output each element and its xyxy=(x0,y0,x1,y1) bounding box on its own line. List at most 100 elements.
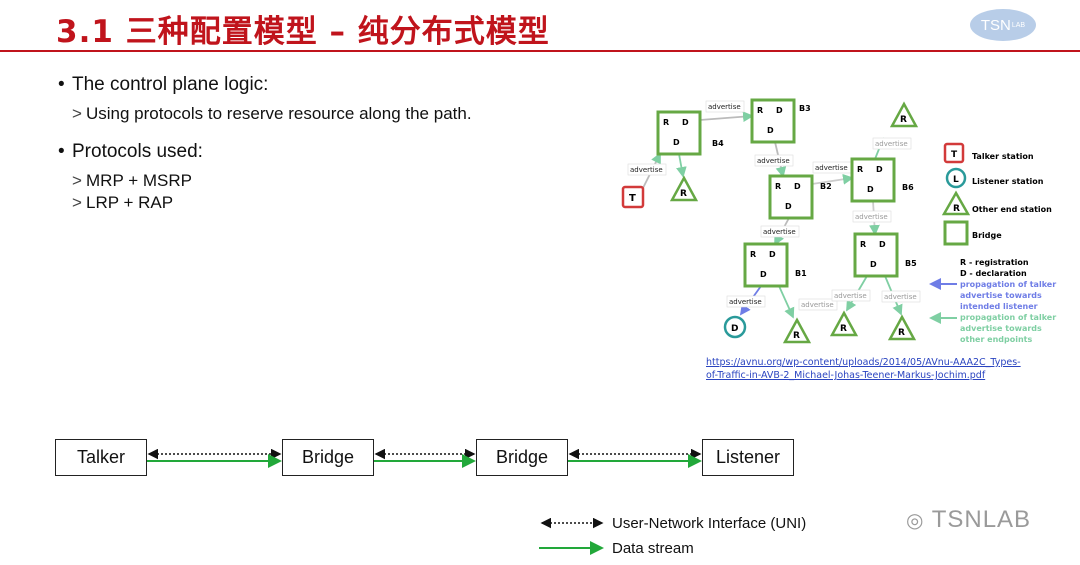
svg-text:D: D xyxy=(769,250,776,259)
link-talker-bridge1 xyxy=(147,448,282,468)
svg-text:D: D xyxy=(867,185,874,194)
sub-bullet-lrp-rap: >LRP + RAP xyxy=(72,193,174,212)
node-bridge-2: Bridge xyxy=(476,439,568,476)
link-b1-r xyxy=(778,285,795,319)
sub-bullet-mrp-msrp: >MRP + MSRP xyxy=(72,171,192,190)
svg-text:D: D xyxy=(776,106,783,115)
svg-text:R: R xyxy=(900,115,907,125)
fig-legend-talker: T Talker station xyxy=(943,142,1034,164)
chevron-right-icon: > xyxy=(72,171,82,190)
bullet-protocols-used: •Protocols used: xyxy=(58,141,203,162)
svg-text:D: D xyxy=(785,202,792,211)
advertise-label: advertise xyxy=(875,140,908,148)
advertise-label: advertise xyxy=(834,292,867,300)
fig-legend-bridge: Bridge xyxy=(943,220,1002,246)
fig-legend-prop-listener: advertise towards xyxy=(960,291,1042,300)
svg-text:R: R xyxy=(663,118,669,127)
link-bridge1-bridge2 xyxy=(374,448,476,468)
advertise-label: advertise xyxy=(884,293,917,301)
link-b2-b6 xyxy=(811,173,854,185)
end-station-talker: T xyxy=(621,185,645,209)
svg-text:T: T xyxy=(629,193,636,204)
node-talker: Talker xyxy=(55,439,147,476)
bridge-B4: R D D B4 xyxy=(656,110,724,156)
svg-text:R: R xyxy=(953,204,960,214)
end-station-other: R xyxy=(889,101,919,128)
svg-text:R: R xyxy=(750,250,756,259)
bridge-B2: R D D B2 xyxy=(768,174,832,220)
legend-stream-label: Data stream xyxy=(612,540,694,557)
wechat-icon: ◎ xyxy=(906,510,925,532)
advertise-label: advertise xyxy=(801,301,834,309)
chevron-right-icon: > xyxy=(72,193,82,212)
fig-legend-prop-listener: propagation of talker xyxy=(960,280,1056,289)
advertise-label: advertise xyxy=(855,213,888,221)
fig-legend-prop-other: advertise towards xyxy=(960,324,1042,333)
bullet-control-plane: •The control plane logic: xyxy=(58,74,269,95)
svg-text:T: T xyxy=(951,150,958,160)
end-station-listener: D xyxy=(723,315,747,339)
end-station-other: R xyxy=(887,314,917,341)
svg-text:R: R xyxy=(775,182,781,191)
advertise-label: advertise xyxy=(729,298,762,306)
end-station-other: R xyxy=(782,317,812,344)
svg-text:R: R xyxy=(793,331,800,341)
fig-legend-other: R Other end station xyxy=(941,190,1052,216)
end-station-other: R xyxy=(669,175,699,202)
svg-text:R: R xyxy=(857,165,863,174)
link-b4-b3 xyxy=(699,111,754,123)
bridge-label: B3 xyxy=(799,104,811,113)
advertise-label: advertise xyxy=(763,228,796,236)
legend-uni-label: User-Network Interface (UNI) xyxy=(612,515,807,532)
bridge-label: B4 xyxy=(712,139,724,148)
svg-text:R: R xyxy=(898,328,905,338)
svg-text:Other end station: Other end station xyxy=(972,205,1052,214)
svg-text:Bridge: Bridge xyxy=(972,231,1002,240)
bridge-label: B5 xyxy=(905,259,917,268)
svg-text:D: D xyxy=(870,260,877,269)
node-bridge-1: Bridge xyxy=(282,439,374,476)
bridge-label: B1 xyxy=(795,269,807,278)
svg-text:D: D xyxy=(673,138,680,147)
link-bridge2-listener xyxy=(568,448,702,468)
advertise-label: advertise xyxy=(815,164,848,172)
avb-advertise-figure: advertiseadvertiseadvertiseadvertiseadve… xyxy=(621,98,1056,344)
fig-legend-declaration: D - declaration xyxy=(960,269,1027,278)
title-divider xyxy=(0,50,1080,52)
svg-text:Listener station: Listener station xyxy=(972,177,1044,186)
svg-text:D: D xyxy=(794,182,801,191)
sub-bullet-protocols-reserve: >Using protocols to reserve resource alo… xyxy=(72,104,472,123)
watermark: ◎ TSNLAB xyxy=(906,506,1032,533)
end-station-other: R xyxy=(829,310,859,337)
bridge-label: B2 xyxy=(820,182,832,191)
fig-legend-registration: R - registration xyxy=(960,258,1029,267)
source-link[interactable]: https://avnu.org/wp-content/uploads/2014… xyxy=(706,357,1021,368)
svg-text:R: R xyxy=(840,324,847,334)
svg-text:D: D xyxy=(760,270,767,279)
svg-text:Talker station: Talker station xyxy=(972,152,1034,161)
svg-text:D: D xyxy=(731,324,738,334)
svg-text:D: D xyxy=(682,118,689,127)
chevron-right-icon: > xyxy=(72,104,82,123)
svg-text:L: L xyxy=(953,175,959,185)
bridge-B1: R D D B1 xyxy=(743,242,807,288)
svg-text:D: D xyxy=(767,126,774,135)
svg-text:R: R xyxy=(860,240,866,249)
fig-legend-listener: L Listener station xyxy=(945,167,1044,189)
node-listener: Listener xyxy=(702,439,794,476)
link-b4-r xyxy=(676,153,687,178)
source-link-cont[interactable]: of-Traffic-in-AVB-2_Michael-Johas-Teener… xyxy=(706,370,986,381)
page-title: 3.1 三种配置模型 – 纯分布式模型 xyxy=(56,14,550,50)
fig-legend-prop-listener: intended listener xyxy=(960,302,1038,311)
fig-legend-prop-other: propagation of talker xyxy=(960,313,1056,322)
svg-text:R: R xyxy=(680,189,687,199)
svg-text:D: D xyxy=(876,165,883,174)
advertise-label: advertise xyxy=(630,166,663,174)
fig-legend-prop-other: other endpoints xyxy=(960,335,1033,344)
advertise-label: advertise xyxy=(757,157,790,165)
